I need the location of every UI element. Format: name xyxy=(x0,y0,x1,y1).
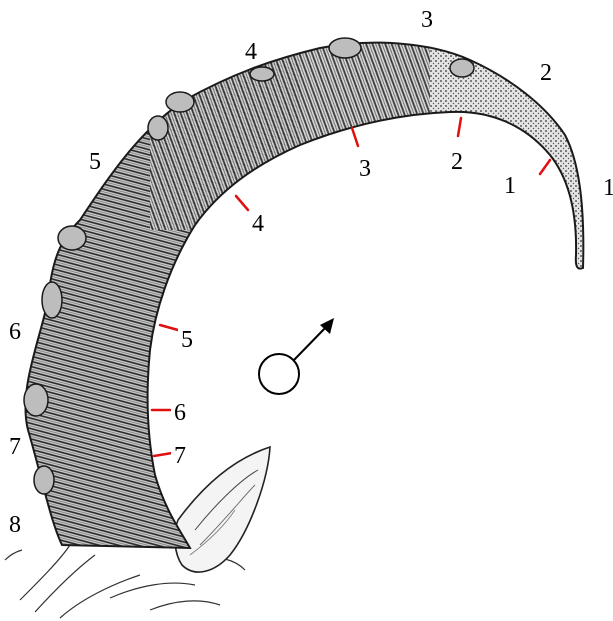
outer-label-5: 5 xyxy=(86,150,104,174)
inner-label-4: 4 xyxy=(249,212,267,236)
outer-label-4: 4 xyxy=(242,40,260,64)
inner-label-7: 7 xyxy=(171,444,189,468)
inner-label-3: 3 xyxy=(356,157,374,181)
outer-label-8: 8 xyxy=(6,513,24,537)
outer-label-2: 2 xyxy=(537,61,555,85)
inner-label-6: 6 xyxy=(171,401,189,425)
outer-label-1: 1 xyxy=(600,176,613,200)
outer-label-7: 7 xyxy=(6,435,24,459)
ear-illustration xyxy=(175,447,270,572)
inner-label-1: 1 xyxy=(501,174,519,198)
inner-label-2: 2 xyxy=(448,150,466,174)
circle-with-arrow-icon xyxy=(259,318,334,394)
outer-label-3: 3 xyxy=(418,8,436,32)
outer-label-6: 6 xyxy=(6,320,24,344)
inner-label-5: 5 xyxy=(178,328,196,352)
